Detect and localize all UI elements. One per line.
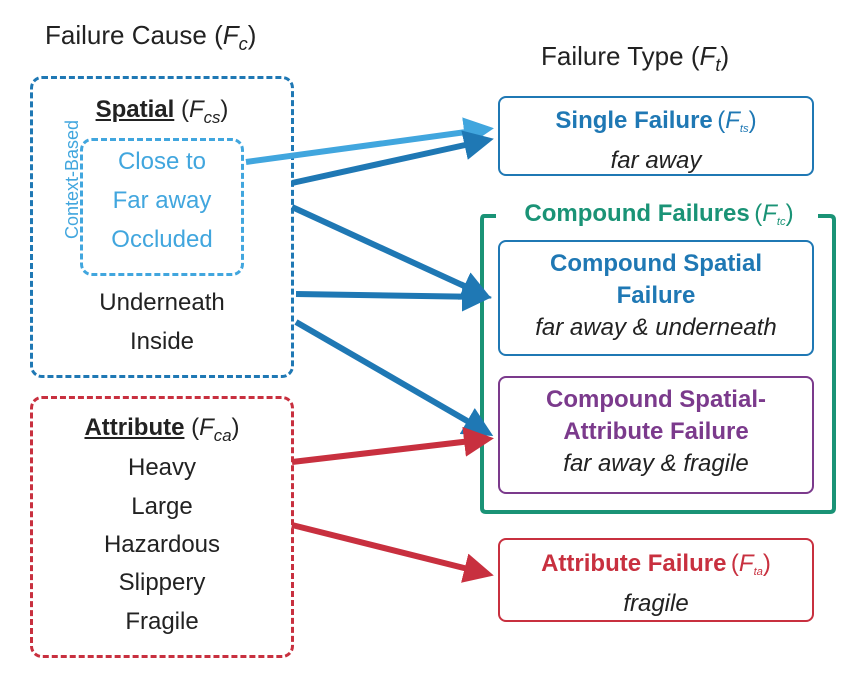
- arrow-spatial-to-single: [291, 130, 494, 186]
- compound-spatial-attribute-title-line2: Attribute Failure: [563, 418, 749, 445]
- failure-cause-heading: Failure Cause (Fc): [45, 20, 257, 55]
- compound-failures-bracket: [480, 214, 836, 514]
- compound-spatial-attribute-example: far away & fragile: [563, 450, 749, 477]
- attribute-item-slippery: Slippery: [118, 569, 206, 596]
- attribute-item-large: Large: [131, 493, 193, 520]
- compound-spatial-title-line1: Compound Spatial: [550, 250, 762, 277]
- arrow-spatial-to-compound-spatial-attribute: [294, 319, 494, 437]
- spatial-item-inside: Inside: [129, 328, 195, 355]
- context-item-close-to: Close to: [117, 148, 207, 175]
- compound-spatial-attribute-failure-box: Compound Spatial- Attribute Failure far …: [498, 376, 814, 494]
- attribute-failure-example: fragile: [623, 590, 689, 618]
- attribute-failure-title: Attribute Failure (Fta): [541, 550, 771, 579]
- failure-type-heading: Failure Type (Ft): [541, 41, 730, 76]
- context-item-far-away: Far away: [112, 187, 212, 214]
- arrow-attribute-to-compound-spatial-attribute: [291, 426, 494, 465]
- arrow-spatial-to-compound-spatial-1: [290, 204, 492, 300]
- compound-spatial-title-line2: Failure: [616, 282, 696, 309]
- arrow-spatial-to-compound-spatial-2: [295, 281, 492, 312]
- compound-failures-title: Compound Failures (Ftc): [478, 200, 840, 228]
- attribute-item-heavy: Heavy: [127, 454, 197, 481]
- spatial-title: Spatial (Fcs): [95, 96, 229, 127]
- context-item-occluded: Occluded: [111, 226, 213, 253]
- single-failure-title: Single Failure (Fts): [555, 107, 757, 136]
- attribute-title: Attribute (Fca): [84, 414, 240, 445]
- arrow-attribute-to-attribute-failure: [291, 522, 494, 583]
- arrow-context-to-single: [245, 117, 494, 165]
- attribute-failure-box: Attribute Failure (Fta) fragile: [498, 538, 814, 622]
- compound-spatial-example: far away & underneath: [535, 314, 777, 341]
- attribute-item-hazardous: Hazardous: [103, 531, 221, 558]
- spatial-item-underneath: Underneath: [99, 289, 225, 316]
- single-failure-example: far away: [610, 147, 702, 175]
- single-failure-box: Single Failure (Fts) far away: [498, 96, 814, 176]
- compound-spatial-attribute-title-line1: Compound Spatial-: [546, 386, 766, 413]
- compound-spatial-failure-box: Compound Spatial Failure far away & unde…: [498, 240, 814, 356]
- context-based-box: [80, 138, 244, 276]
- attribute-item-fragile: Fragile: [125, 608, 199, 635]
- spatial-cause-box: [30, 76, 294, 378]
